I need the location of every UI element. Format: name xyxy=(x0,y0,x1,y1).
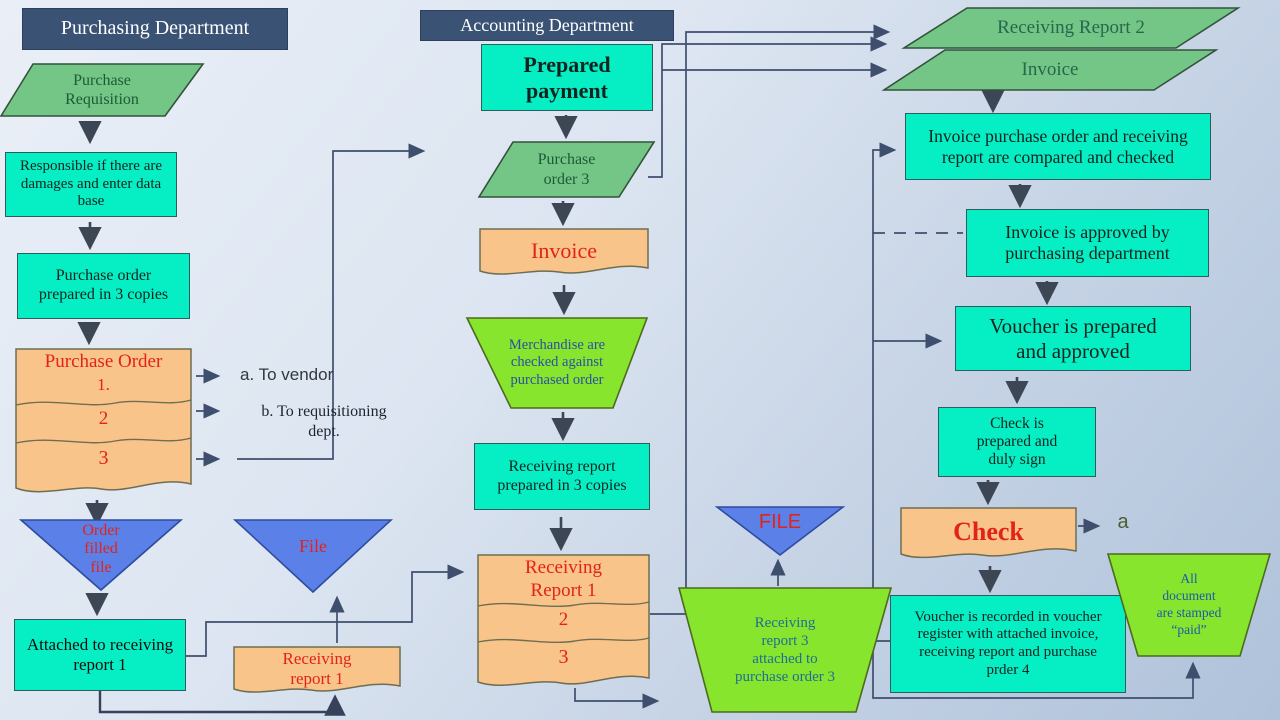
responsible-label: Responsible if there are damages and ent… xyxy=(19,157,163,210)
accounting-header-label: Accounting Department xyxy=(460,14,634,35)
purchase-order-stack: Purchase Order 1. 2 3 xyxy=(15,348,192,498)
note-to-requisitioning-line2: dept. xyxy=(308,423,340,440)
compared-label: Invoice purchase order and receiving rep… xyxy=(928,125,1188,167)
note-to-vendor: a. To vendor xyxy=(240,364,410,385)
po-copy-2: 2 xyxy=(98,408,109,429)
purchase-requisition-parallelogram: Purchase Requisition xyxy=(0,63,205,117)
order-filled-file-label: Order filled file xyxy=(82,522,120,576)
invoice-approved-label: Invoice is approved by purchasing depart… xyxy=(1005,221,1170,263)
attached-box: Attached to receiving report 1 xyxy=(14,619,186,691)
order-filled-file-triangle: Order filled file xyxy=(18,519,184,592)
file-triangle: File xyxy=(232,519,394,594)
rr-copy-3: 3 xyxy=(558,646,569,668)
file-triangle-label: File xyxy=(298,536,327,556)
line-voucher-recorded-to-compared xyxy=(872,142,897,642)
voucher-prepared-box: Voucher is prepared and approved xyxy=(955,306,1191,371)
check-document: Check xyxy=(900,507,1077,564)
po-stack-title: Purchase Order xyxy=(44,351,163,372)
invoice-document-label: Invoice xyxy=(531,237,597,263)
voucher-prepared-label: Voucher is prepared and approved xyxy=(989,313,1157,363)
voucher-recorded-label: Voucher is recorded in voucher register … xyxy=(914,608,1102,678)
note-to-requisitioning: b. To requisitioning dept. xyxy=(236,402,412,442)
invoice-parallelogram: Invoice xyxy=(881,49,1219,91)
voucher-recorded-box: Voucher is recorded in voucher register … xyxy=(890,595,1126,693)
prepared-payment-box: Prepared payment xyxy=(481,44,653,111)
check-prepared-box: Check is prepared and duly sign xyxy=(938,407,1096,477)
purchase-requisition-label: Purchase Requisition xyxy=(65,71,139,108)
note-to-requisitioning-line1: b. To requisitioning xyxy=(261,403,387,420)
prepared-payment-label: Prepared payment xyxy=(523,51,611,103)
po3-parallelogram: Purchase order 3 xyxy=(477,141,656,198)
merchandise-trapezoid: Merchandise are checked against purchase… xyxy=(465,317,649,409)
invoice-document: Invoice xyxy=(479,228,649,280)
check-document-label: Check xyxy=(953,516,1024,546)
rr1-document-label: Receiving report 1 xyxy=(282,648,352,688)
rr2-parallelogram-label: Receiving Report 2 xyxy=(997,16,1145,38)
rr-prepared-label: Receiving report prepared in 3 copies xyxy=(497,457,627,494)
file2-triangle-label: FILE xyxy=(758,511,802,533)
po3-label: Purchase order 3 xyxy=(537,151,596,188)
stamped-paid-label: All document are stamped “paid” xyxy=(1156,571,1222,637)
po-prepared-label: Purchase order prepared in 3 copies xyxy=(38,267,169,303)
rr-prepared-box: Receiving report prepared in 3 copies xyxy=(474,443,650,510)
rr3-attached-label: Receiving report 3 attached to purchase … xyxy=(735,615,835,685)
receiving-report-stack: Receiving Report 1 2 3 xyxy=(477,554,650,692)
rr-copy-2: 2 xyxy=(558,609,569,630)
po-copy-3: 3 xyxy=(98,447,109,469)
rr2-parallelogram: Receiving Report 2 xyxy=(901,7,1241,49)
rr1-document: Receiving report 1 xyxy=(233,646,401,698)
note-to-vendor-label: a. To vendor xyxy=(240,365,334,384)
po-copy-1: 1. xyxy=(97,375,110,394)
rr3-attached-trapezoid: Receiving report 3 attached to purchase … xyxy=(677,587,893,713)
a-label-text: a xyxy=(1117,511,1129,533)
purchasing-department-header: Purchasing Department xyxy=(22,8,288,50)
compared-box: Invoice purchase order and receiving rep… xyxy=(905,113,1211,180)
invoice-approved-box: Invoice is approved by purchasing depart… xyxy=(966,209,1209,277)
stamped-paid-trapezoid: All document are stamped “paid” xyxy=(1106,553,1272,657)
attached-label: Attached to receiving report 1 xyxy=(26,634,174,674)
rr-stack-title: Receiving Report 1 xyxy=(524,557,603,601)
accounting-department-header: Accounting Department xyxy=(420,10,674,41)
merchandise-label: Merchandise are checked against purchase… xyxy=(508,336,606,388)
responsible-box: Responsible if there are damages and ent… xyxy=(5,152,177,217)
po-prepared-box: Purchase order prepared in 3 copies xyxy=(17,253,190,319)
line-po3-to-rr2-para xyxy=(648,36,888,178)
purchasing-header-label: Purchasing Department xyxy=(60,17,250,40)
file2-triangle: FILE xyxy=(714,506,846,557)
invoice-parallelogram-label: Invoice xyxy=(1021,58,1079,80)
check-prepared-label: Check is prepared and duly sign xyxy=(976,414,1058,469)
a-connector-label: a xyxy=(1108,510,1138,535)
